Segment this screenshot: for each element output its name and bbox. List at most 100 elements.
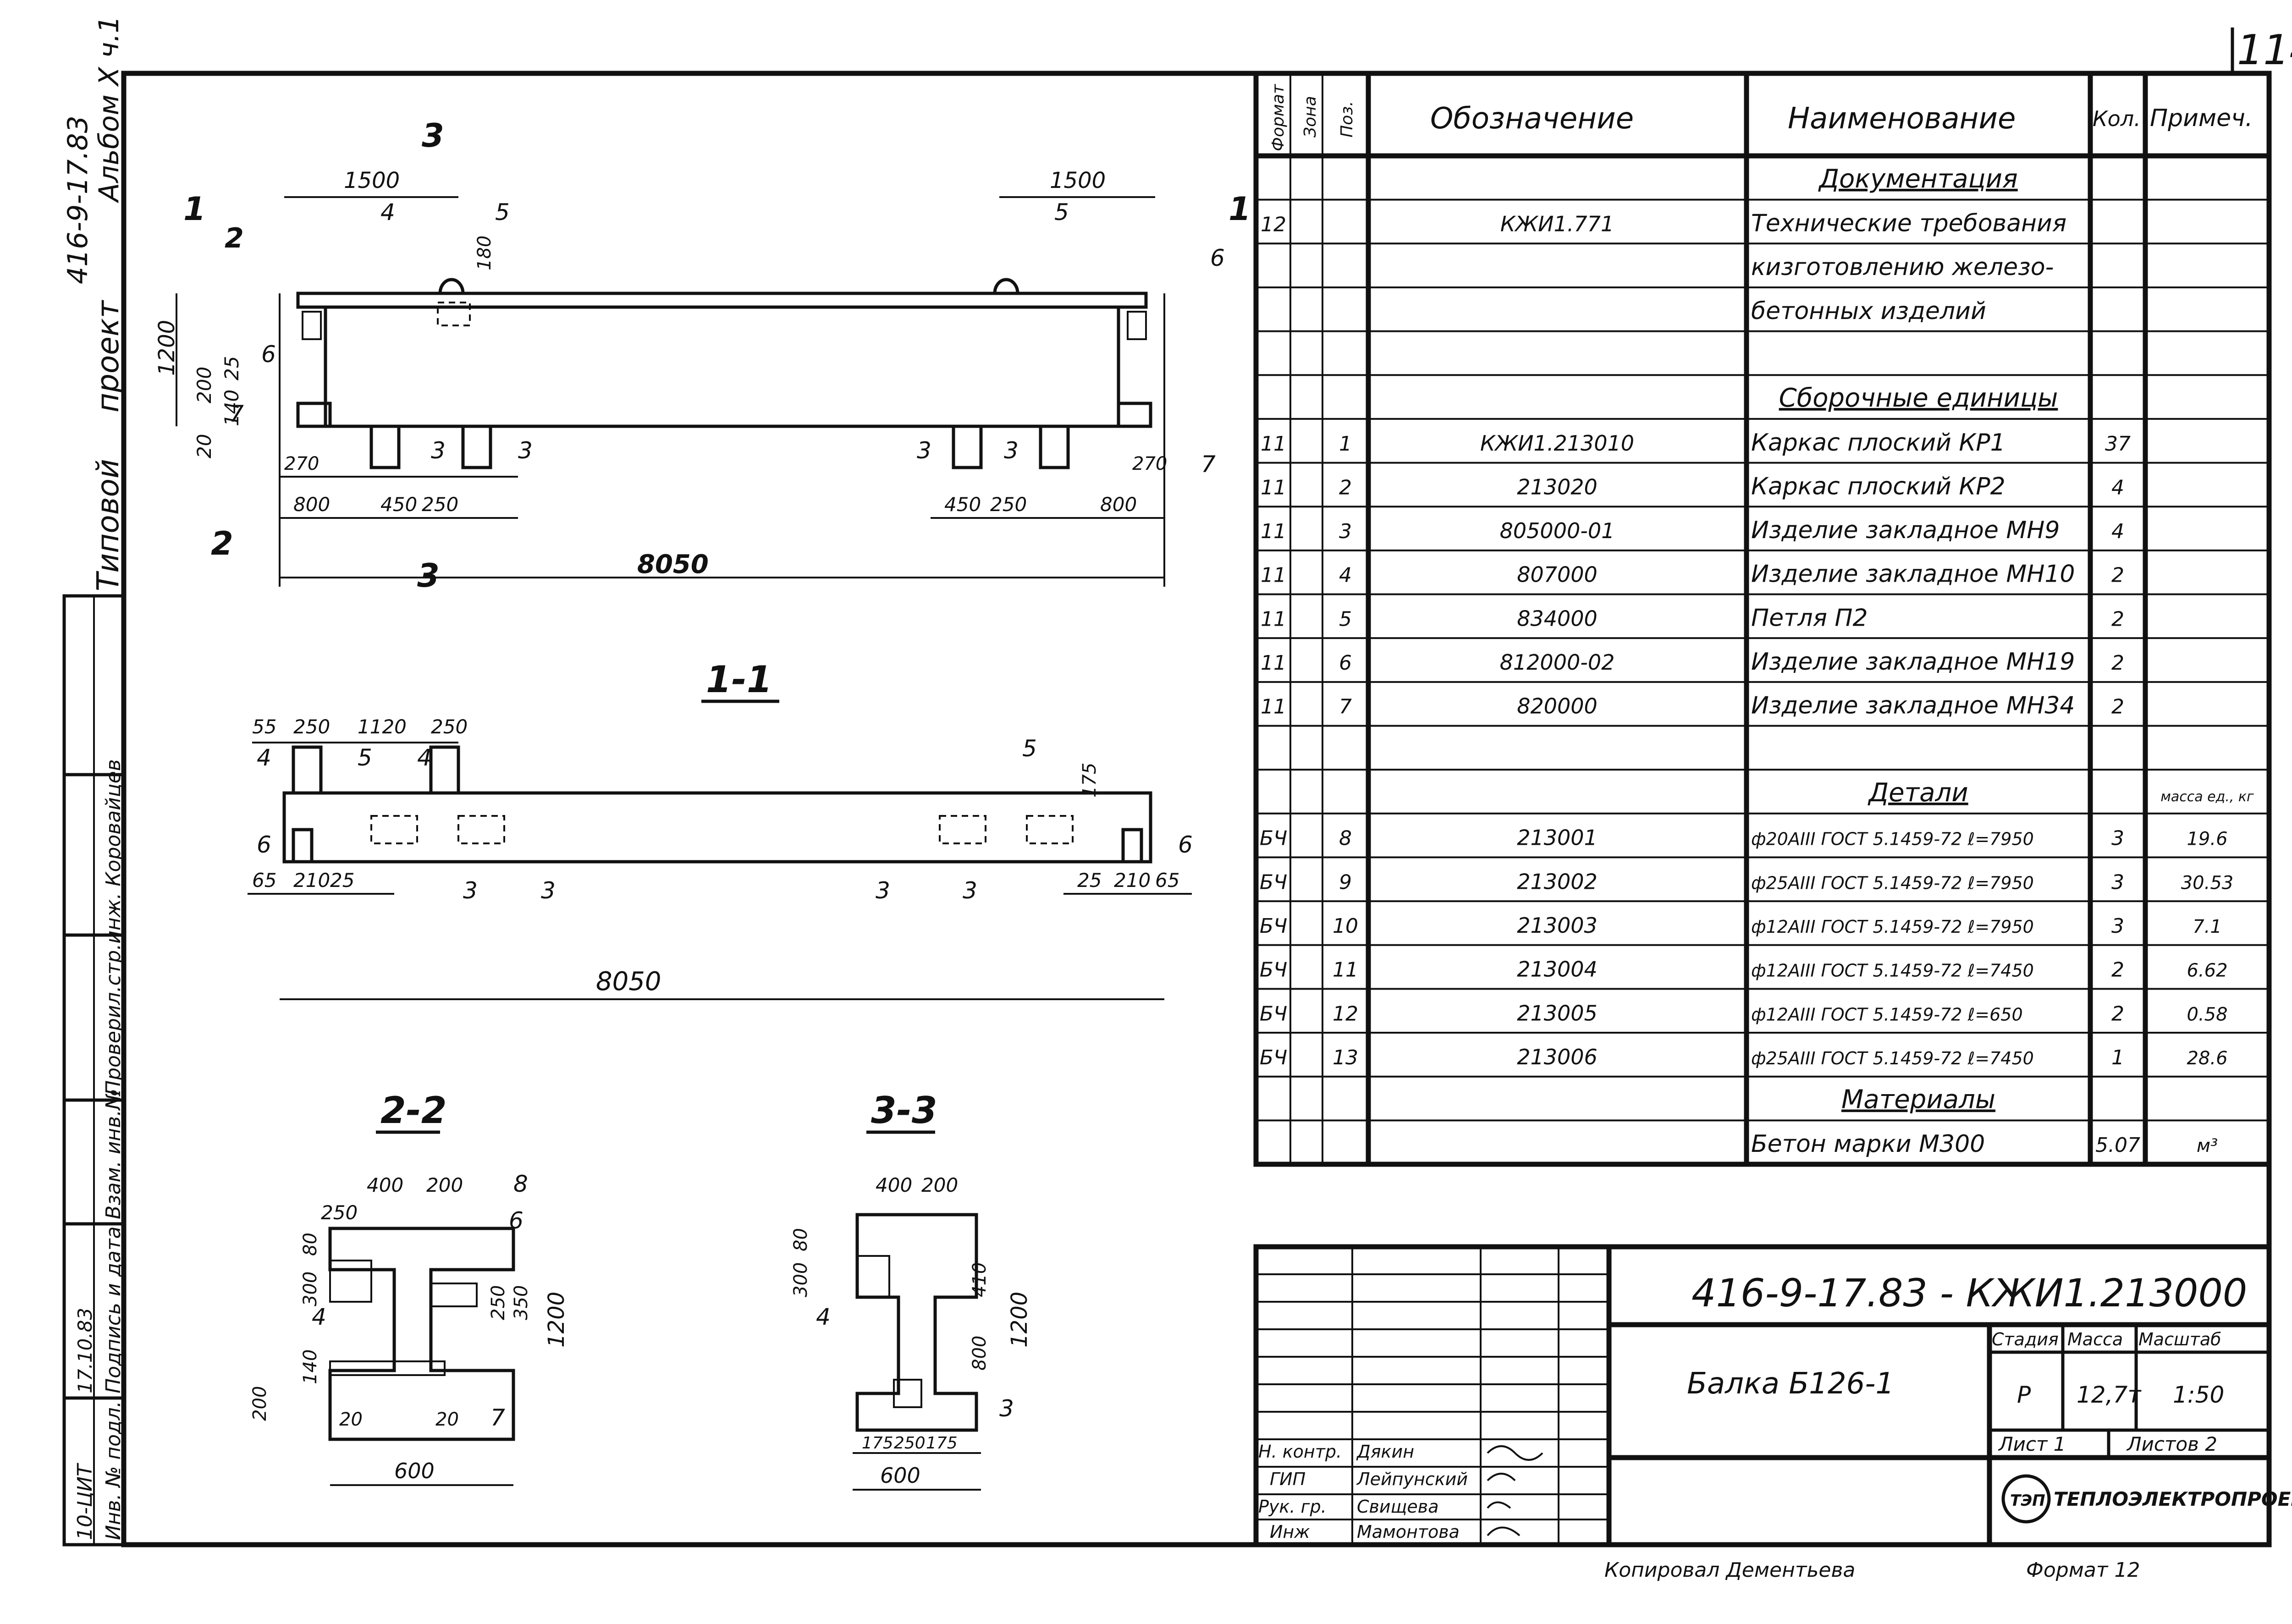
s33-d175-a: 175 <box>862 1434 893 1453</box>
spec-cell-designation: 213001 <box>1517 826 1598 850</box>
s22-d1200: 1200 <box>544 1292 569 1348</box>
spec-cell-format: БЧ <box>1260 870 1287 894</box>
spec-cell-name: кизготовлению железо- <box>1751 253 2054 281</box>
elev-callout-5-left: 5 <box>495 199 510 226</box>
elev-d270-right: 270 <box>1132 453 1167 474</box>
spec-cell-qty: 2 <box>2111 958 2124 982</box>
spec-cell-name: бетонных изделий <box>1751 297 1986 325</box>
spec-cell-pos: 7 <box>1339 695 1352 719</box>
spec-cell-designation: 213002 <box>1517 869 1598 894</box>
spec-cell-qty: 2 <box>2111 695 2124 719</box>
format-label: Формат 12 <box>2026 1558 2140 1582</box>
elev-d250-right: 250 <box>990 493 1027 516</box>
spec-cell-format: БЧ <box>1260 958 1287 982</box>
spec-cell-pos: 11 <box>1333 958 1358 982</box>
spec-cell-format: БЧ <box>1260 827 1287 850</box>
header-format: Формат <box>1269 84 1288 151</box>
elev-callout-5-right: 5 <box>1054 199 1069 226</box>
spec-cell-format: БЧ <box>1260 1046 1287 1069</box>
s11-d55: 55 <box>252 716 276 738</box>
s11-callout-6-b: 6 <box>1178 831 1193 858</box>
spec-cell-note: 28.6 <box>2187 1048 2227 1069</box>
elev-d250-left: 250 <box>422 493 458 516</box>
s33-d175-b: 175 <box>926 1434 958 1453</box>
spec-cell-qty: 1 <box>2111 1046 2124 1069</box>
s22-d600: 600 <box>394 1459 435 1483</box>
spec-cell-qty: 4 <box>2111 476 2124 499</box>
spec-cell-name: Бетон марки М300 <box>1751 1130 1985 1158</box>
spec-cell-designation: 213006 <box>1517 1045 1598 1069</box>
spec-cell-name: Изделие закладное МН34 <box>1751 692 2075 720</box>
elev-callout-7-right: 7 <box>1201 451 1216 478</box>
spec-cell-pos: 3 <box>1339 520 1352 543</box>
s33-d200: 200 <box>921 1174 958 1196</box>
s22-d140: 140 <box>300 1349 321 1384</box>
spec-cell-pos: 2 <box>1339 476 1352 499</box>
spec-cell-qty: 3 <box>2111 870 2124 894</box>
spec-cell-note: м³ <box>2197 1135 2218 1156</box>
s11-total-dim: 8050 <box>596 967 661 996</box>
spec-cell-name: Изделие закладное МН10 <box>1751 561 2075 588</box>
spec-cell-qty: 2 <box>2111 564 2124 587</box>
spec-cell-qty: 3 <box>2111 827 2124 850</box>
spec-cell-designation: 834000 <box>1517 606 1598 631</box>
series-album: Альбом X ч.1 <box>93 16 125 204</box>
elev-d270-left: 270 <box>284 453 319 474</box>
spec-cell-qty: 3 <box>2111 914 2124 938</box>
org-logo-icon <box>2001 1474 2051 1524</box>
left-strip: Типовой проект 416-9-17.83 Альбом X ч.1 … <box>62 16 126 1547</box>
s33-d80: 80 <box>790 1228 811 1251</box>
s22-d400: 400 <box>367 1174 403 1196</box>
s11-callout-3-d: 3 <box>963 877 977 904</box>
org-logo-text: ТЭП <box>2010 1492 2045 1510</box>
s22-d200-side: 200 <box>249 1386 270 1421</box>
spec-cell-note: 0.58 <box>2187 1004 2227 1025</box>
spec-cell-pos: 6 <box>1339 651 1352 675</box>
spec-cell-qty: 2 <box>2111 607 2124 631</box>
spec-cell-pos: 13 <box>1333 1046 1358 1069</box>
s11-callout-5-b: 5 <box>1022 735 1037 762</box>
elev-callout-3-c: 3 <box>917 437 931 464</box>
series-project: проект <box>90 299 126 413</box>
s11-d65-left: 65 <box>252 869 276 892</box>
copied-by: Копировал Дементьева <box>1604 1558 1855 1582</box>
mass-value: 12,7т <box>2077 1382 2142 1408</box>
elev-right-span: 1500 <box>1050 168 1106 193</box>
spec-cell-format: 11 <box>1261 695 1286 719</box>
spec-cell-designation: 213005 <box>1517 1001 1598 1025</box>
spec-cell-format: 12 <box>1261 213 1286 237</box>
elev-left-span: 1500 <box>344 168 400 193</box>
header-qty: Кол. <box>2093 106 2141 131</box>
spec-cell-name: Детали <box>1867 778 1968 808</box>
series-type: Типовой <box>90 459 126 591</box>
s22-callout-7: 7 <box>490 1404 505 1431</box>
s22-callout-8: 8 <box>513 1171 528 1197</box>
scale-label: Масштаб <box>2138 1329 2221 1349</box>
mass-label: Масса <box>2067 1329 2123 1349</box>
spec-cell-designation: 805000-01 <box>1500 518 1615 543</box>
s11-d250-b: 250 <box>431 716 468 738</box>
spec-cell-format: 11 <box>1261 476 1286 499</box>
cut-mark-2-bottom: 2 <box>211 525 233 562</box>
header-note: Примеч. <box>2150 105 2253 132</box>
sig-name-1: Лейпунский <box>1356 1469 1468 1489</box>
spec-cell-name: Технические требования <box>1751 210 2066 237</box>
spec-cell-designation: 812000-02 <box>1500 650 1615 675</box>
header-name: Наименование <box>1788 102 2016 136</box>
elev-d25: 25 <box>220 356 243 380</box>
spec-cell-format: 11 <box>1261 520 1286 543</box>
series-code: 416-9-17.83 <box>62 116 94 284</box>
spec-cell-qty: 37 <box>2105 432 2131 456</box>
spec-cell-format: 11 <box>1261 564 1286 587</box>
scale-value: 1:50 <box>2173 1382 2224 1408</box>
spec-cell-name: Документация <box>1818 164 2017 194</box>
s11-callout-6-a: 6 <box>257 831 271 858</box>
spec-cell-name: ф25АIII ГОСТ 5.1459-72 ℓ=7450 <box>1751 1048 2034 1068</box>
signature-scribbles <box>1487 1445 1543 1536</box>
s33-d400: 400 <box>876 1174 912 1196</box>
spec-table: Формат Зона Поз. Обозначение Наименовани… <box>1253 71 2272 1167</box>
spec-cell-pos: 9 <box>1339 870 1352 894</box>
s22-d80: 80 <box>300 1233 321 1256</box>
spec-cell-designation: 213020 <box>1517 474 1598 499</box>
spec-cell-name: Материалы <box>1841 1085 1995 1115</box>
